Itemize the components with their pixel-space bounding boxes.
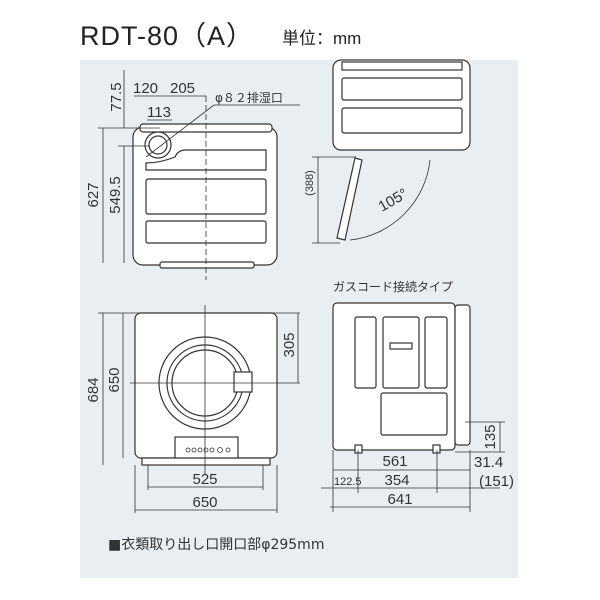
dim-151: (151): [479, 473, 514, 490]
dim-561: 561: [382, 453, 407, 470]
front-view: 684 650 305 525 650: [85, 305, 300, 513]
dim-627: 627: [85, 182, 102, 207]
dim-135: 135: [482, 424, 499, 449]
dim-77-5: 77.5: [108, 82, 125, 111]
dim-388: (388): [304, 170, 316, 196]
door-open-view: (388) 105°: [304, 59, 471, 244]
dim-122-5: 122.5: [334, 476, 362, 488]
dim-205: 205: [170, 80, 195, 97]
dim-113: 113: [147, 104, 171, 121]
dim-684: 684: [85, 377, 102, 402]
angle-105: 105°: [376, 185, 411, 215]
side-view: ガスコード接続タイプ 561 31.4 354 122.5 (151) 641 …: [321, 279, 514, 512]
model-title: RDT-80（A）: [80, 21, 255, 51]
dim-650-height: 650: [106, 367, 123, 392]
dim-305: 305: [281, 332, 298, 357]
side-view-label: ガスコード接続タイプ: [333, 279, 453, 294]
unit-label: 単位：mm: [282, 29, 362, 48]
dim-650-width: 650: [192, 494, 217, 511]
dim-31-4: 31.4: [474, 454, 503, 471]
opening-note: ■衣類取り出し口開口部φ295mm: [108, 537, 324, 553]
top-view: 627 549.5 77.5 120 205 113 φ８２排湿口: [85, 70, 300, 280]
dim-549-5: 549.5: [107, 176, 124, 214]
dim-120: 120: [133, 80, 158, 97]
dim-354: 354: [384, 472, 409, 489]
dim-525: 525: [192, 471, 217, 488]
duct-label: φ８２排湿口: [215, 90, 283, 105]
dim-641: 641: [387, 491, 412, 508]
